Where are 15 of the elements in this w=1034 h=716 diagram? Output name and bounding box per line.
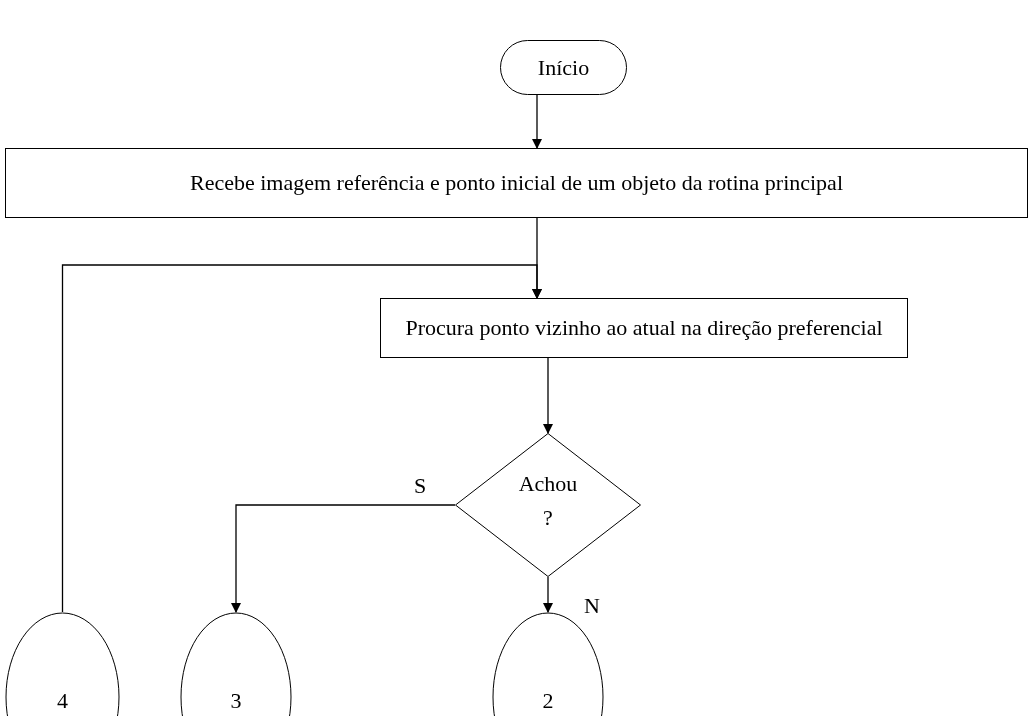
node-text: Achou ?	[517, 470, 579, 532]
node-text: 3	[230, 687, 242, 715]
arrow	[61, 264, 542, 613]
arrow	[543, 357, 553, 434]
node-text: Recebe imagem referência e ponto inicial de um objeto da rotina principal	[190, 169, 843, 197]
node-text: Procura ponto vizinho ao atual na direção preferencial	[405, 314, 883, 342]
process-box	[5, 148, 1028, 218]
arrow	[532, 94, 542, 149]
node-text: 2	[542, 687, 554, 715]
node-text: Início	[537, 53, 590, 82]
process-box	[380, 298, 908, 358]
arrow	[231, 504, 456, 613]
arrow	[543, 576, 553, 613]
node-text: 4	[57, 687, 68, 715]
decision-diamond	[455, 433, 641, 577]
